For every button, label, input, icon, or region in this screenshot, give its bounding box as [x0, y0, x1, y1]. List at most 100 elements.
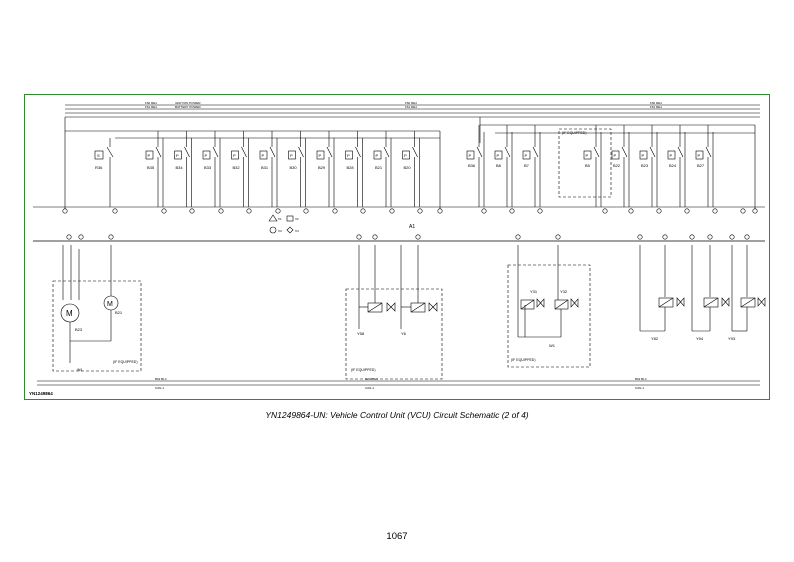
pressure-switch: P B30 — [288, 131, 306, 207]
connector-legend: X1 X2 X3 X4 — [268, 214, 299, 234]
solenoid-y58-label: Y58 — [357, 331, 365, 336]
pressure-switch-label: B30 — [290, 165, 298, 170]
pressure-switch: P B35 — [145, 131, 164, 207]
pressure-switch-label: B36 — [468, 163, 476, 168]
bottom-bus-label-1: B02 BL4 — [155, 377, 167, 381]
pressure-switch: P B32 — [231, 131, 249, 207]
solenoid-y58: Y58 — [357, 245, 396, 336]
solenoid-y6-label: Y6 — [401, 331, 407, 336]
pressure-switch-label: B29 — [318, 165, 326, 170]
pressure-switch-label: B8 — [496, 163, 502, 168]
motor-b23-label: B23 — [75, 327, 83, 332]
top-bus-sublabel-3: F61 RE4 — [405, 105, 417, 109]
pressure-switch-label: B35 — [147, 165, 155, 170]
top-bus-sublabel-2: BATTERY POWER — [175, 105, 202, 109]
top-bus-sublabel-1: F61 RE4 — [145, 105, 157, 109]
pressure-switch: P B5 — [583, 125, 602, 207]
sensor-r36: S R36 — [94, 138, 114, 207]
solenoid-y82: Y82 — [639, 245, 685, 341]
page-number: 1067 — [386, 531, 408, 542]
pressure-switch-label: B31 — [261, 165, 269, 170]
circuit-schematic: F60 RE4 IGNITION POWER F60 RE4 F60 RE4 F… — [33, 101, 766, 390]
svg-text:P: P — [698, 153, 701, 158]
pressure-switch: P B8 — [494, 125, 513, 207]
solenoid-y32-label: Y32 — [560, 289, 568, 294]
solenoid-y31: Y31 — [517, 245, 545, 337]
figure-caption: YN1249864-UN: Vehicle Control Unit (VCU)… — [265, 410, 529, 420]
top-bus-label-4: F60 RE4 — [650, 101, 662, 105]
module-label: A1 — [409, 224, 415, 230]
top-bus-label-1: F60 RE4 — [145, 101, 157, 105]
pressure-switch-label: B20 — [404, 165, 412, 170]
svg-text:P: P — [642, 153, 645, 158]
svg-text:M: M — [107, 301, 113, 308]
svg-text:P: P — [319, 153, 322, 158]
solenoid-y6: Y6 — [400, 245, 438, 336]
svg-text:P: P — [670, 153, 673, 158]
mid-group-note: (IF EQUIPPED) — [351, 368, 376, 372]
svg-text:P: P — [586, 153, 589, 158]
svg-text:P: P — [497, 153, 500, 158]
top-bus-sublabel-4: F61 RE4 — [650, 105, 662, 109]
pressure-switch-label: B32 — [233, 165, 241, 170]
bottom-bus-label-3: B02 BL4 — [635, 377, 647, 381]
legend-x1: X1 — [278, 217, 282, 221]
svg-text:S: S — [97, 153, 100, 158]
sensor-r36-label: R36 — [95, 165, 103, 170]
solenoid-y93: Y93 — [728, 245, 766, 341]
connector-terminals — [62, 208, 758, 240]
solenoid-y82-label: Y82 — [651, 336, 659, 341]
pressure-switch: P B34 — [174, 131, 192, 207]
bottom-bus-sublabel-2: CAN-1 — [365, 386, 374, 390]
bottom-bus-sublabel-1: CAN-1 — [155, 386, 164, 390]
svg-text:P: P — [376, 153, 379, 158]
right-equipped-note: (IF EQUIPPED) — [562, 131, 587, 135]
drawing-reference-id: YN1249864 — [29, 391, 53, 396]
pressure-switch: P B31 — [259, 131, 278, 207]
pressure-switch: P B22 — [611, 125, 630, 207]
valve-group-note: (IF EQUIPPED) — [511, 358, 536, 362]
top-power-bus — [65, 104, 760, 118]
svg-text:M: M — [66, 309, 73, 318]
solenoid-y93-label: Y93 — [728, 336, 736, 341]
pressure-switch-label: B33 — [204, 165, 212, 170]
svg-text:P: P — [290, 153, 293, 158]
svg-text:P: P — [614, 153, 617, 158]
pressure-switch-label: B22 — [613, 163, 621, 168]
svg-text:P: P — [525, 153, 528, 158]
motor-b21-label: B21 — [115, 310, 123, 315]
bottom-bus-sublabel-3: CAN-1 — [635, 386, 644, 390]
legend-x2: X2 — [295, 217, 299, 221]
valve-block-label: W1 — [549, 343, 556, 348]
pressure-switch: P B21 — [373, 131, 392, 207]
solenoid-y32: Y32 — [554, 245, 579, 329]
motor-b23: M B23 — [60, 245, 83, 363]
ground-label: W4 — [77, 368, 82, 372]
schematic-frame: F60 RE4 IGNITION POWER F60 RE4 F60 RE4 F… — [24, 94, 770, 400]
svg-text:P: P — [176, 153, 179, 158]
svg-text:P: P — [262, 153, 265, 158]
svg-text:P: P — [233, 153, 236, 158]
pressure-switch: P B20 — [402, 131, 420, 207]
motor-b21: M B21 — [70, 245, 123, 342]
pressure-switch-label: B24 — [669, 163, 677, 168]
pressure-switch-label: B5 — [585, 163, 591, 168]
bottom-bus-label-2: GAN BL4 — [365, 377, 378, 381]
pressure-switch: P B24 — [667, 125, 686, 207]
pressure-switch-label: B34 — [176, 165, 184, 170]
svg-text:P: P — [347, 153, 350, 158]
pressure-switch-label: B21 — [375, 165, 383, 170]
top-bus-label-3: F60 RE4 — [405, 101, 417, 105]
left-group-note: (IF EQUIPPED) — [113, 360, 138, 364]
svg-text:P: P — [404, 153, 407, 158]
solenoid-y31-label: Y31 — [530, 289, 538, 294]
svg-text:P: P — [148, 153, 151, 158]
